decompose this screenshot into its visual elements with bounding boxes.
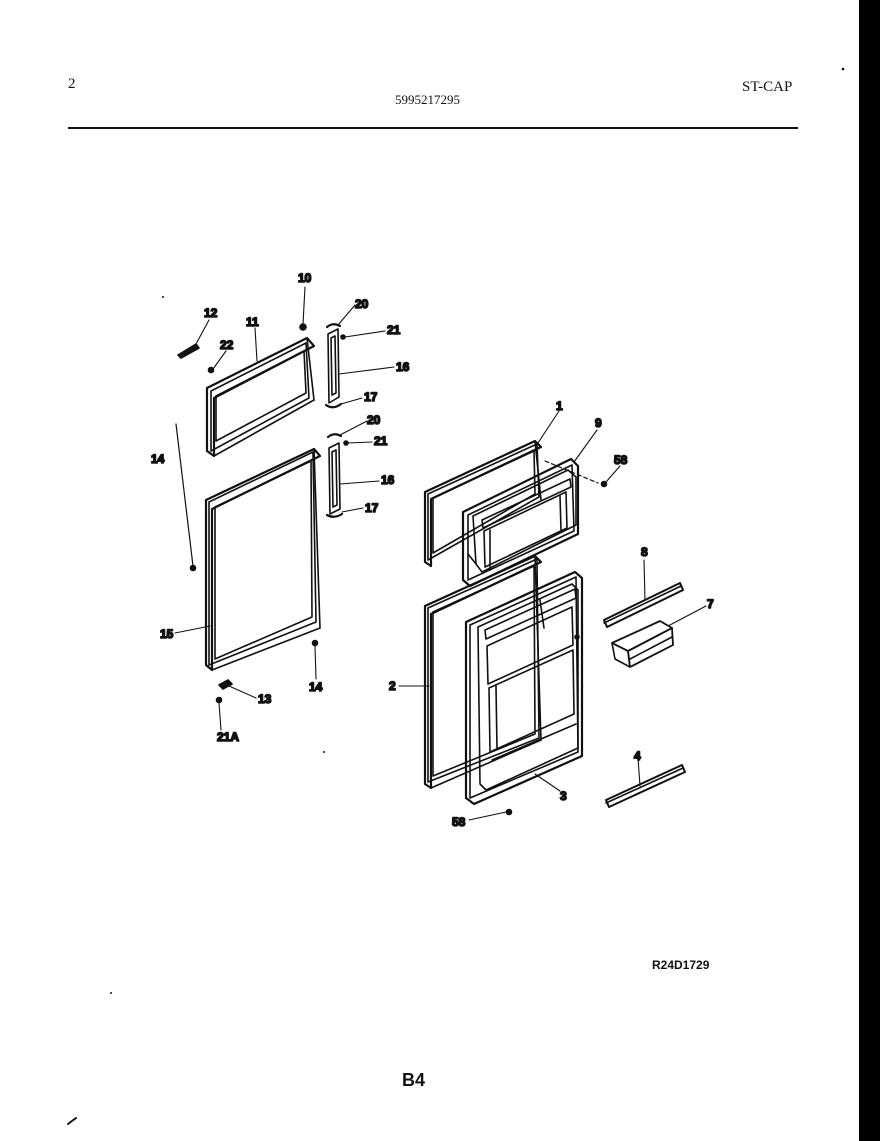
- callout-9: 9: [595, 416, 602, 430]
- speck: [162, 296, 164, 298]
- parts-diagram-sheet: 2 5995217295 ST-CAP: [0, 0, 859, 1141]
- callout-12: 12: [204, 306, 218, 320]
- callout-7: 7: [707, 597, 714, 611]
- fresh-food-door-panel: [423, 554, 543, 790]
- callout-10: 10: [298, 271, 312, 285]
- part-7-bin: [611, 620, 674, 668]
- part-14-screw-left: [189, 564, 197, 572]
- page-number: 2: [68, 76, 76, 92]
- fresh-food-door-gasket: [204, 447, 322, 672]
- hinge-bracket-lower: [325, 433, 349, 518]
- callout-4: 4: [634, 749, 641, 763]
- callout-21-upper: 21: [387, 323, 401, 337]
- drawing-id: R24D1729: [652, 958, 710, 972]
- callout-20-upper: 20: [355, 297, 369, 311]
- callout-16-lower: 16: [381, 473, 395, 487]
- callout-labels: 12 11 22 10 20 21 16 17 20 21 16 17 14 1…: [150, 270, 715, 830]
- model-number: 5995217295: [395, 92, 460, 107]
- speck: [841, 67, 845, 71]
- freezer-door-gasket: [205, 336, 316, 458]
- exploded-view-diagram: 12 11 22 10 20 21 16 17 20 21 16 17 14 1…: [67, 67, 845, 1125]
- part-4-shelf-rail: [605, 764, 686, 808]
- callout-16-upper: 16: [396, 360, 410, 374]
- hinge-bracket-upper: [324, 323, 346, 409]
- part-58-screw-upper: [600, 480, 608, 488]
- screw-line-58: [544, 460, 599, 484]
- part-58-screw-lower: [505, 808, 513, 816]
- callout-13: 13: [258, 692, 272, 706]
- fresh-food-door-liner: [464, 570, 584, 806]
- callout-21-lower: 21: [374, 434, 388, 448]
- callout-17-lower: 17: [365, 501, 379, 515]
- callout-14-right: 14: [309, 680, 323, 694]
- part-12-pin: [177, 343, 200, 359]
- callout-14-left: 14: [151, 452, 165, 466]
- part-8-shelf-rail: [603, 582, 684, 628]
- model-code: ST-CAP: [742, 79, 793, 95]
- part-14-screw-right: [311, 639, 319, 647]
- leader-lines: [174, 286, 707, 821]
- callout-20-lower: 20: [367, 413, 381, 427]
- callout-3: 3: [560, 789, 567, 803]
- part-10-screw: [299, 323, 307, 331]
- freezer-door-panel: [423, 439, 543, 568]
- callout-1: 1: [556, 399, 563, 413]
- callout-58-lower: 58: [452, 815, 466, 829]
- callout-15: 15: [160, 627, 174, 641]
- callout-17-upper: 17: [364, 390, 378, 404]
- header-rule: [68, 127, 798, 129]
- callout-58-upper: 58: [614, 453, 628, 467]
- callout-22: 22: [220, 338, 234, 352]
- speck: [323, 751, 325, 753]
- callout-21A: 21A: [217, 730, 239, 744]
- speck: [110, 992, 112, 994]
- callout-8: 8: [641, 545, 648, 559]
- speck: [67, 1117, 77, 1125]
- part-21A-screw: [215, 696, 223, 704]
- callout-2: 2: [389, 679, 396, 693]
- page-code: B4: [402, 1070, 426, 1090]
- leader-14a: [175, 423, 194, 567]
- part-13-hinge-pin: [218, 679, 233, 690]
- callout-11: 11: [246, 315, 259, 329]
- part-22-screw: [207, 366, 215, 374]
